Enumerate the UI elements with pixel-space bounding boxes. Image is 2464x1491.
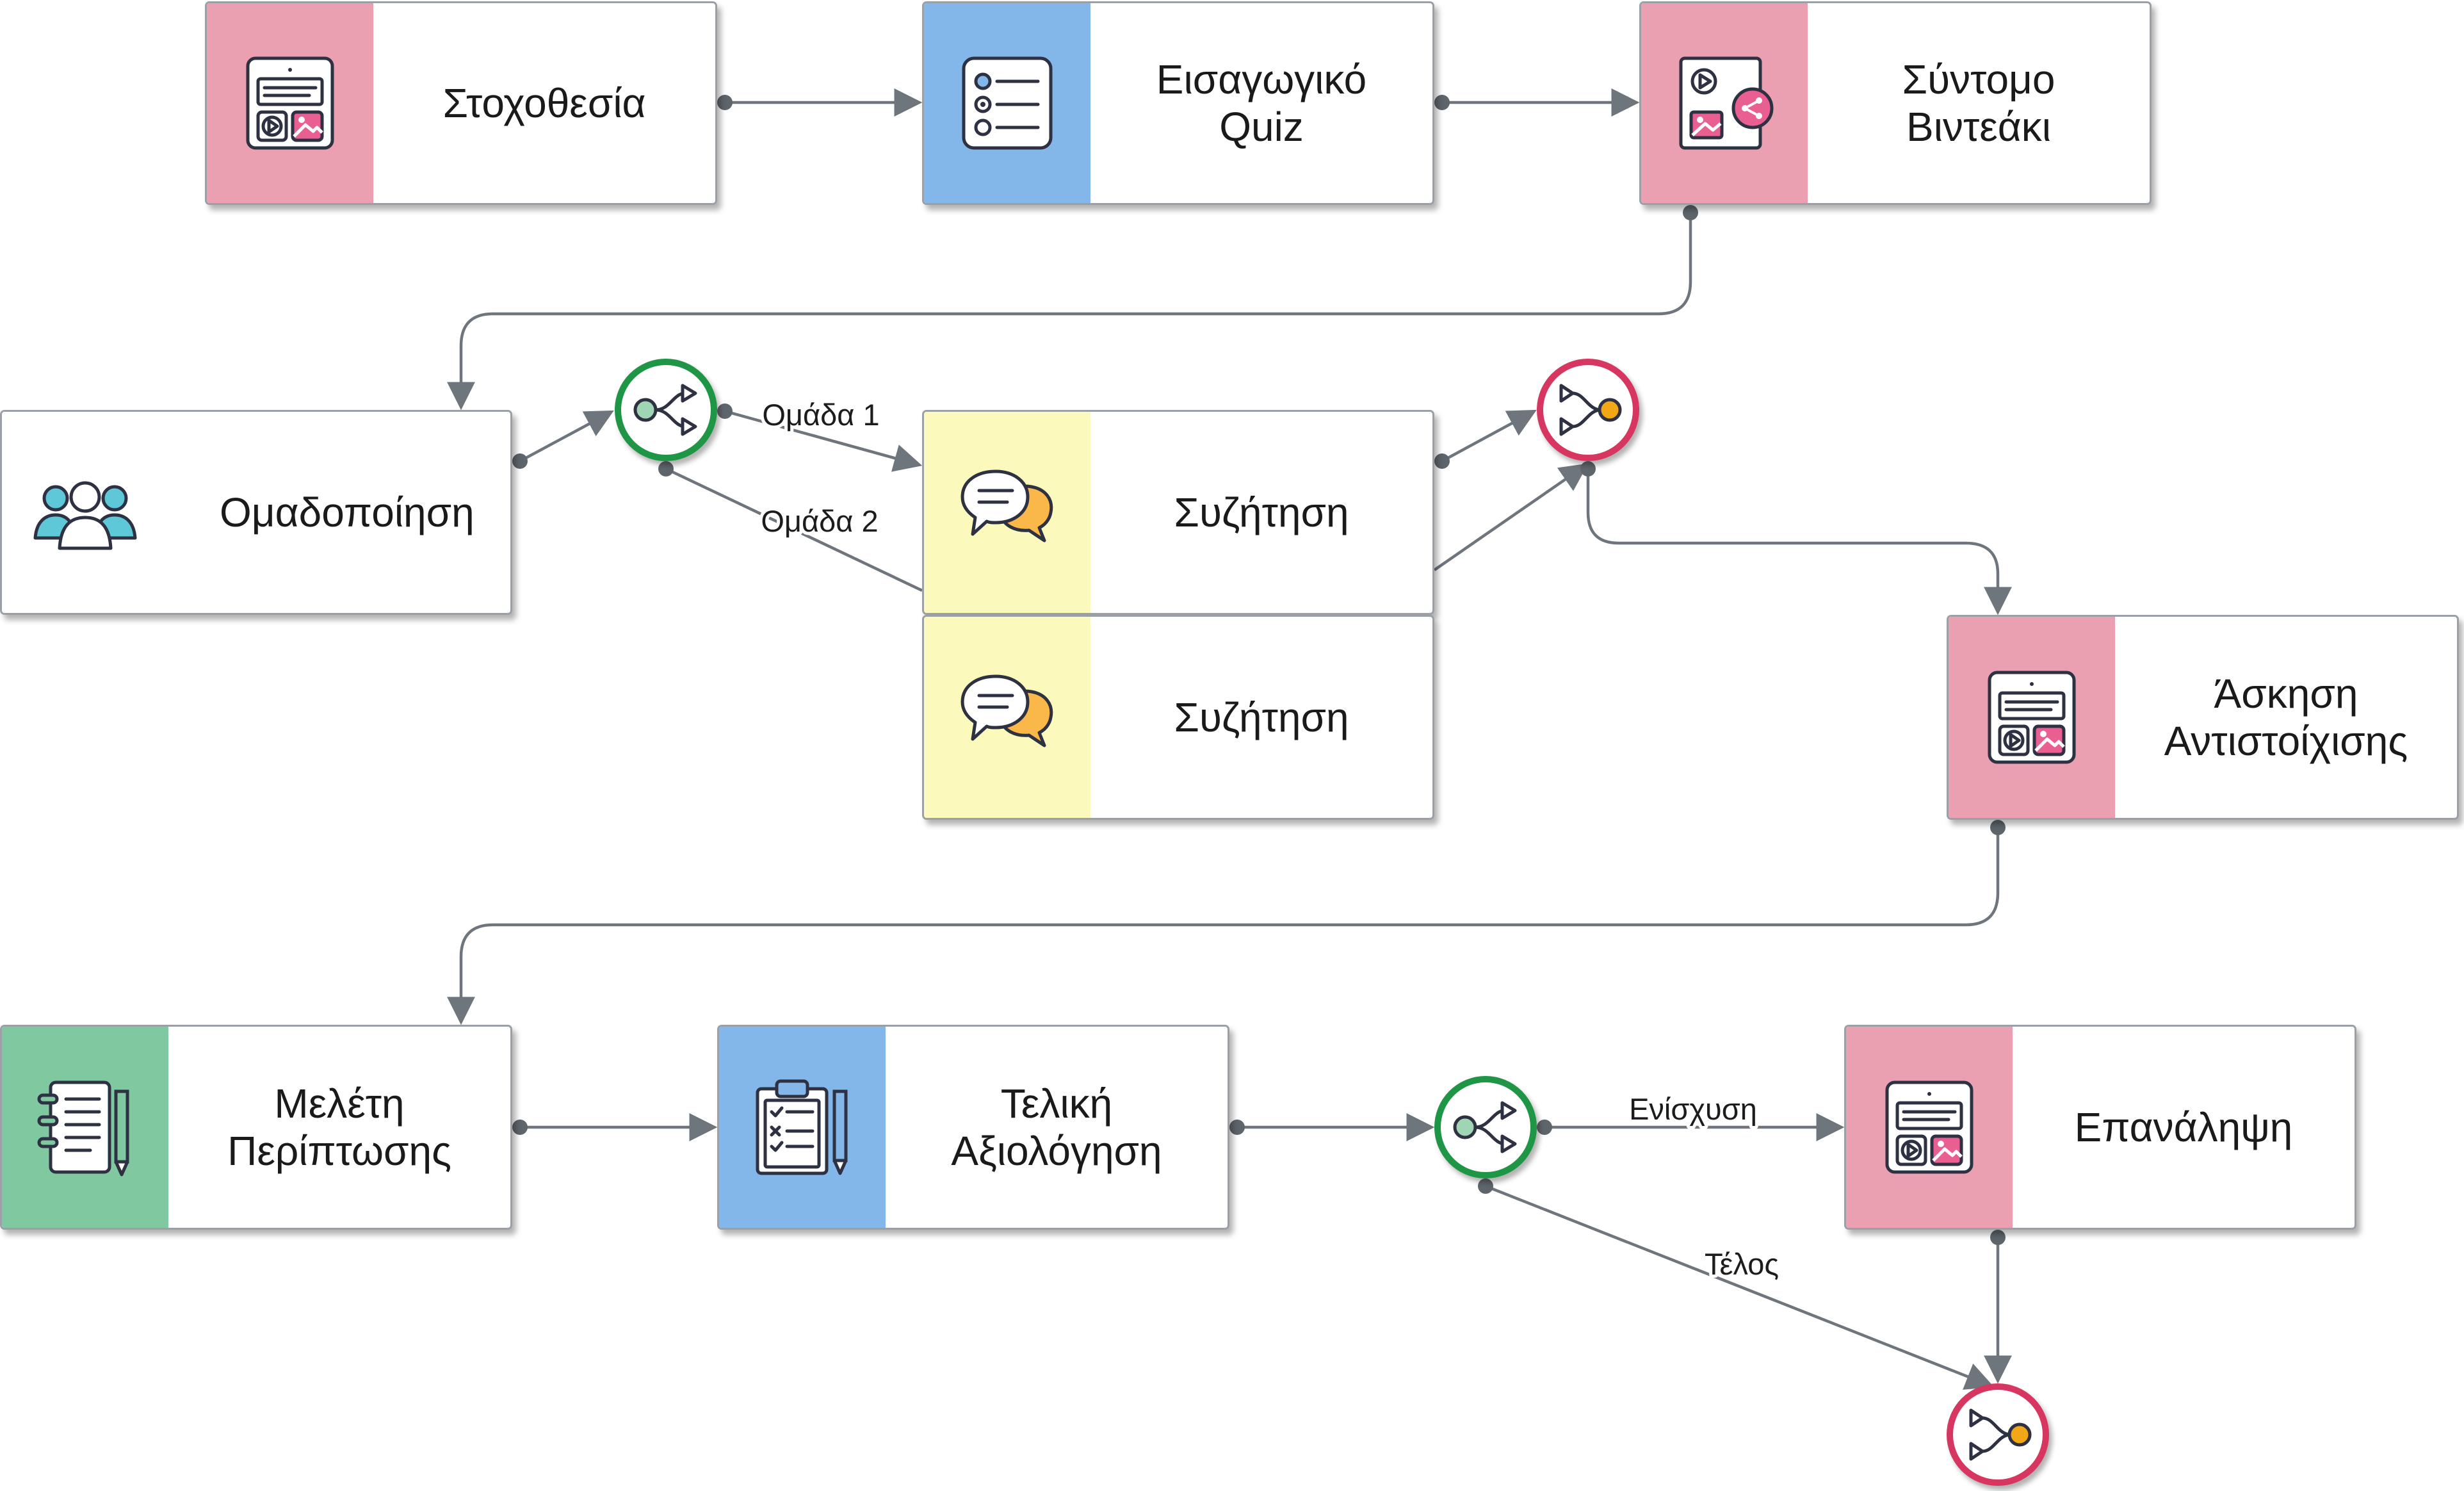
- split-gateway[interactable]: [615, 359, 717, 461]
- connector-port-dot[interactable]: [717, 403, 733, 419]
- join-gateway[interactable]: [1947, 1383, 2049, 1486]
- connector-port-dot[interactable]: [1990, 1230, 2006, 1245]
- notebook-pencil-icon: [37, 1080, 129, 1177]
- node-label: Στοχοθεσία: [442, 80, 646, 126]
- connector-askisi-meleti[interactable]: [447, 827, 2000, 1025]
- node-eisagogiko-quiz[interactable]: Εισαγωγικό Quiz: [922, 1, 1434, 205]
- connector-port-dot[interactable]: [1537, 1120, 1552, 1135]
- edge-label: Τέλος: [1705, 1247, 1779, 1281]
- branch-split-icon: [1453, 1101, 1517, 1153]
- node-syzitisi-1[interactable]: Συζήτηση: [922, 410, 1434, 615]
- connector-port-dot[interactable]: [717, 95, 733, 110]
- connector-vinteaki-omadopoiisi[interactable]: [447, 213, 1692, 411]
- node-band: [924, 3, 1090, 203]
- connector-port-dot[interactable]: [1580, 461, 1596, 477]
- node-band: [924, 412, 1090, 613]
- video-share-icon: [1679, 56, 1774, 150]
- node-label: Άσκηση Αντιστοίχισης: [2164, 671, 2408, 764]
- node-band: [207, 3, 373, 203]
- chat-bubbles-icon: [960, 674, 1053, 747]
- edge-label: Ενίσχυση: [1629, 1092, 1757, 1126]
- connector-port-dot[interactable]: [1434, 95, 1450, 110]
- group-users-icon: [33, 481, 137, 550]
- node-label: Επανάληψη: [2074, 1104, 2293, 1150]
- node-teliki-axiologisi[interactable]: Τελική Αξιολόγηση: [717, 1025, 1229, 1230]
- node-band: [1846, 1027, 2013, 1228]
- connector-port-dot[interactable]: [1229, 1120, 1245, 1135]
- node-label: Ομαδοποίηση: [220, 489, 474, 535]
- branch-join-icon: [1559, 384, 1622, 436]
- connector-syzitisi2-join[interactable]: [1433, 463, 1589, 571]
- node-band: [1641, 3, 1808, 203]
- connector-port-dot[interactable]: [1434, 453, 1450, 469]
- branch-join-icon: [1969, 1408, 2032, 1461]
- node-band: [2, 1027, 168, 1228]
- chat-bubbles-icon: [960, 469, 1053, 542]
- node-syntomo-vinteaki[interactable]: Σύντομο Βιντεάκι: [1639, 1, 2152, 205]
- page-media-icon: [1988, 671, 2076, 764]
- node-label: Τελική Αξιολόγηση: [951, 1080, 1162, 1174]
- connector-join-askisi[interactable]: [1586, 469, 2012, 615]
- connector-port-dot[interactable]: [658, 461, 674, 477]
- page-media-icon: [246, 56, 334, 150]
- node-askisi-antistoixisis[interactable]: Άσκηση Αντιστοίχισης: [1947, 615, 2459, 820]
- node-band: [2, 412, 168, 613]
- connector-port-dot[interactable]: [512, 453, 528, 469]
- node-label: Εισαγωγικό Quiz: [1156, 56, 1367, 150]
- clipboard-check-icon: [756, 1079, 848, 1175]
- node-label: Συζήτηση: [1174, 694, 1349, 740]
- connector-port-dot[interactable]: [1990, 820, 2006, 835]
- connector-port-dot[interactable]: [1478, 1178, 1493, 1194]
- node-omadopoiisi[interactable]: Ομαδοποίηση: [0, 410, 512, 615]
- node-band: [719, 1027, 886, 1228]
- connector-split-telos[interactable]: [1485, 1184, 1995, 1390]
- node-epanalipsi[interactable]: Επανάληψη: [1844, 1025, 2356, 1230]
- connector-split-group2[interactable]: [665, 467, 923, 592]
- connector-port-dot[interactable]: [512, 1120, 528, 1135]
- branch-split-icon: [633, 384, 697, 436]
- connector-port-dot[interactable]: [1683, 205, 1698, 220]
- split-gateway[interactable]: [1434, 1076, 1537, 1178]
- node-stochothesia[interactable]: Στοχοθεσία: [205, 1, 717, 205]
- node-label: Μελέτη Περίπτωσης: [227, 1080, 451, 1174]
- edge-label: Ομάδα 2: [761, 504, 878, 538]
- node-band: [1949, 617, 2115, 818]
- edge-label: Ομάδα 1: [762, 398, 879, 432]
- node-meleti-periptosis[interactable]: Μελέτη Περίπτωσης: [0, 1025, 512, 1230]
- node-syzitisi-2[interactable]: Συζήτηση: [922, 615, 1434, 820]
- node-label: Σύντομο Βιντεάκι: [1902, 56, 2055, 150]
- node-band: [924, 617, 1090, 818]
- page-media-icon: [1885, 1080, 1974, 1174]
- node-label: Συζήτηση: [1174, 489, 1349, 535]
- quiz-list-icon: [962, 56, 1053, 150]
- connector-omadopoiisi-split[interactable]: [519, 410, 614, 462]
- join-gateway[interactable]: [1537, 359, 1639, 461]
- connector-split-group1[interactable]: [724, 409, 923, 472]
- connector-syzitisi1-join[interactable]: [1441, 409, 1537, 462]
